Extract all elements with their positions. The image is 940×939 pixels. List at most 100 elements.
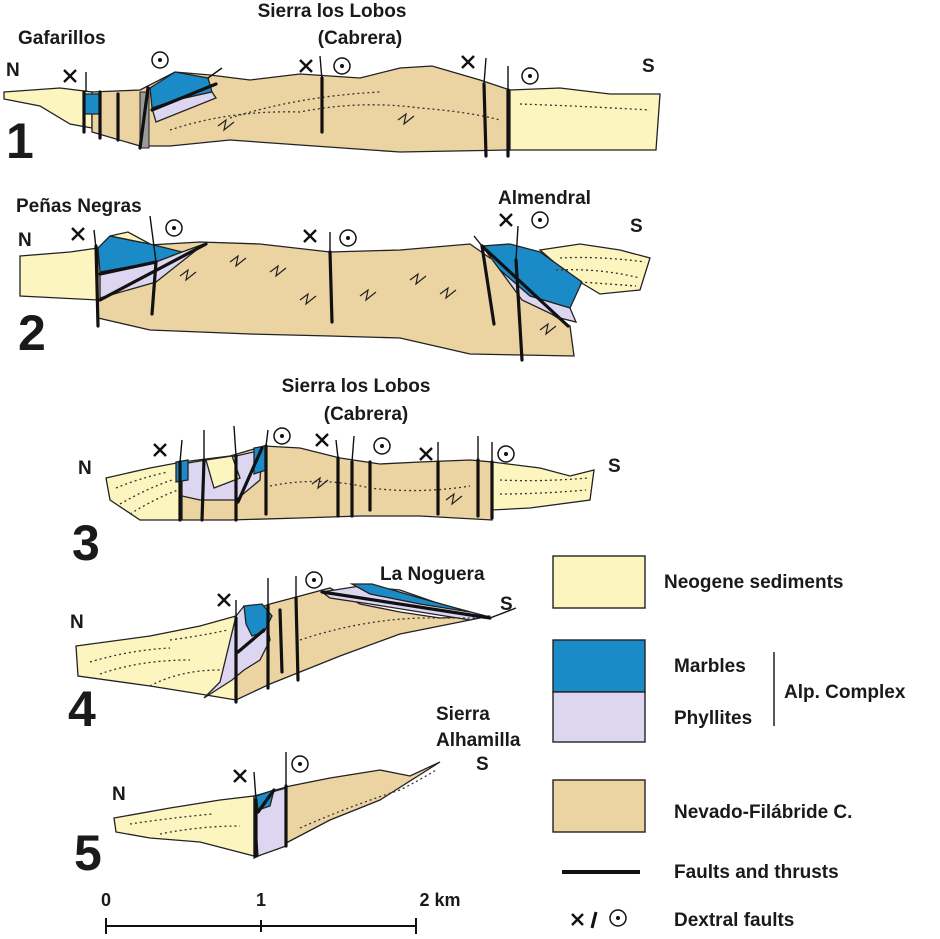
place-label: Almendral (498, 188, 591, 209)
x-cross-icon (499, 213, 513, 227)
section-3-neogene-north (105, 461, 183, 521)
section-2-fault (94, 244, 100, 328)
section-3-neogene-bedding (115, 471, 179, 515)
section-2-schist-symbol (299, 292, 317, 306)
place-label: Peñas Negras (16, 196, 142, 217)
circle-dot-icon (305, 571, 323, 589)
x-cross-icon (63, 69, 77, 83)
scale-label: 1 (256, 890, 266, 910)
north-label: N (70, 612, 84, 633)
section-4-thrust-trace (489, 607, 517, 619)
section-1-thrust (150, 82, 218, 112)
section-3 (105, 425, 595, 522)
section-3-marbles (175, 459, 189, 483)
south-label: S (642, 56, 655, 77)
section-2-neogene-wedge (109, 231, 151, 245)
legend-label-faults: Faults and thrusts (674, 862, 839, 883)
section-4-thrust (236, 628, 266, 654)
section-2 (19, 215, 651, 362)
north-label: N (112, 784, 126, 805)
section-1 (3, 55, 661, 158)
section-labels: 1 N S Gafarillos Sierra los Lobos (Cabre… (6, 1, 655, 881)
north-label: N (18, 230, 32, 251)
legend-label-marbles: Marbles (674, 656, 746, 677)
x-cross-icon (153, 443, 167, 457)
section-3-neogene-bedding (499, 477, 589, 495)
section-1-schist-symbol-2 (397, 112, 415, 126)
section-1-schist-symbol (217, 118, 235, 132)
section-2-schist-symbol (229, 254, 247, 268)
section-1-fault-traces (85, 55, 509, 92)
north-label: N (78, 458, 92, 479)
x-cross-icon (461, 55, 475, 69)
scale-label: 2 km (419, 890, 460, 910)
section-2-schist-symbol (439, 286, 457, 300)
place-label: Sierra los Lobos (258, 1, 407, 22)
south-label: S (608, 456, 621, 477)
legend-swatch-phyllites (552, 691, 646, 743)
x-cross-icon (303, 229, 317, 243)
section-1-fault (482, 82, 488, 158)
circle-dot-icon (273, 427, 291, 445)
circle-dot-icon (531, 211, 549, 229)
legend-label-alp-complex: Alp. Complex (784, 682, 906, 703)
section-2-thrust (98, 260, 158, 276)
place-label: Sierra los Lobos (282, 376, 431, 397)
section-1-thrust-trace (207, 67, 223, 79)
section-2-fault (514, 258, 524, 362)
circle-dot-icon (339, 229, 357, 247)
section-3-neogene-inlier (205, 455, 241, 489)
circle-dot-icon (497, 445, 515, 463)
section-2-neogene-bedding (555, 256, 646, 287)
place-label: (Cabrera) (318, 28, 402, 49)
section-1-foliation (169, 104, 501, 131)
section-4-neogene-bedding (89, 629, 229, 687)
section-2-neogene-north (19, 247, 99, 301)
section-2-schist-symbol (539, 322, 557, 336)
fault-slash-icon (590, 911, 598, 929)
section-2-fault-traces (93, 215, 519, 263)
section-2-schist-symbol (179, 268, 197, 282)
section-4-fault (278, 608, 284, 674)
north-label: N (6, 60, 20, 81)
legend: Neogene sediments Marbles Phyllites Alp.… (552, 555, 906, 931)
section-1-marbles-small (83, 93, 101, 115)
section-2-schist-symbol (409, 272, 427, 286)
section-1-neogene-south (509, 87, 661, 151)
circle-dot-icon (165, 219, 183, 237)
dextral-symbols (63, 51, 549, 783)
legend-swatch-marbles (552, 639, 646, 693)
legend-swatch-neogene (552, 555, 646, 609)
section-4-nevado (235, 587, 491, 702)
section-2-thrust (98, 242, 208, 302)
legend-swatch-nevado (552, 779, 646, 833)
circle-dot-icon (609, 909, 627, 927)
section-2-phyllites-south (499, 269, 578, 323)
place-label: Sierra (436, 704, 490, 725)
section-3-fault-traces (179, 425, 493, 463)
x-cross-icon (299, 59, 313, 73)
scale-bar: 0 1 2 km (101, 890, 461, 934)
legend-label-nevado: Nevado-Filábride C. (674, 802, 852, 823)
circle-dot-icon (291, 755, 309, 773)
x-cross-icon (315, 433, 329, 447)
section-2-fault (480, 244, 496, 326)
section-2-schist-symbol (269, 264, 287, 278)
section-4-fault (294, 596, 300, 682)
section-2-schist-symbol (359, 288, 377, 302)
circle-dot-icon (373, 437, 391, 455)
x-cross-icon (233, 769, 247, 783)
circle-dot-icon (151, 51, 169, 69)
section-1-neogene-north (3, 87, 93, 129)
section-3-thrust (236, 446, 264, 504)
section-3-schist-symbol (311, 476, 329, 490)
south-label: S (500, 594, 513, 615)
section-2-thrust (480, 244, 570, 328)
section-5-fault-traces (253, 752, 287, 801)
section-5-neogene (113, 795, 255, 857)
section-5 (113, 752, 441, 860)
place-label: Gafarillos (18, 28, 106, 49)
x-cross-icon (571, 913, 584, 926)
section-number: 2 (18, 305, 46, 361)
section-3-schist-symbol (445, 492, 463, 506)
